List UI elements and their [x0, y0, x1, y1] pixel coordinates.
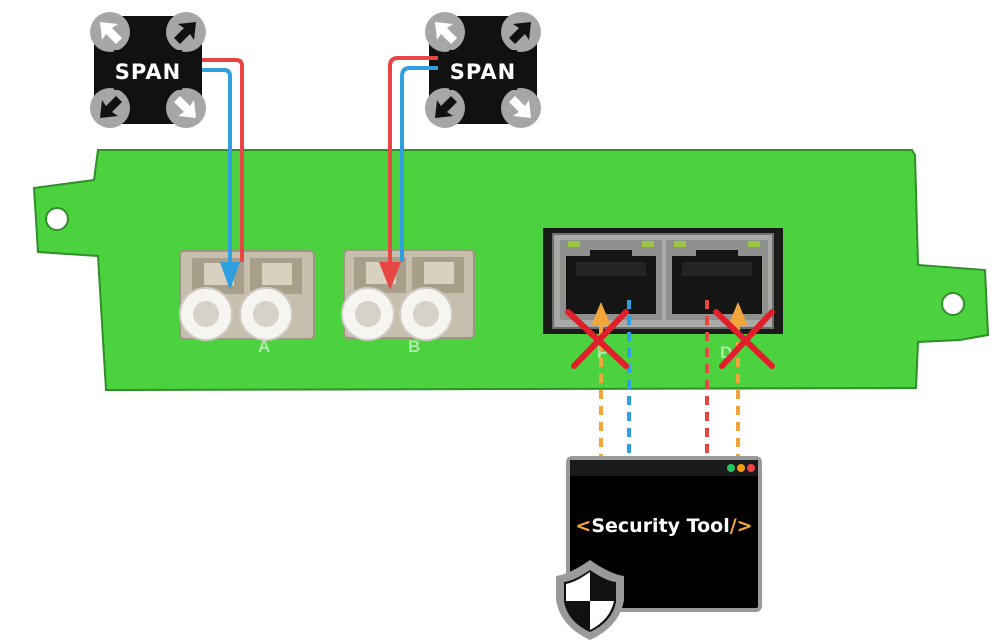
span-tap-2-label: SPAN — [450, 60, 516, 84]
span-2-cables — [379, 56, 438, 290]
window-dot-red — [747, 464, 755, 472]
board-body — [32, 149, 990, 392]
blocked-x-icon — [565, 309, 629, 369]
span-2-arrow — [379, 262, 401, 290]
fiber-port-b[interactable] — [341, 249, 475, 341]
svg-text:<Security Tool/>: <Security Tool/> — [575, 515, 752, 537]
port-d-up-arrow — [728, 302, 748, 326]
span-1-rx-line — [202, 68, 232, 262]
mount-hole-right — [941, 292, 965, 316]
span-1-tx-line — [202, 58, 244, 262]
rj45-port-d[interactable] — [666, 240, 768, 320]
span-1-arrow — [220, 262, 240, 290]
tool-label: Security Tool — [591, 515, 729, 537]
shield-icon — [556, 560, 624, 640]
rj45-port-p-label: P — [597, 343, 608, 362]
blocked-x-icon — [713, 309, 775, 369]
mount-hole-left — [45, 207, 69, 231]
span-1-cables — [202, 58, 244, 290]
span-tap-1: SPAN — [90, 12, 206, 128]
span-tap-1-label: SPAN — [115, 60, 181, 84]
fiber-port-a-label: A — [258, 337, 270, 356]
fiber-port-b-label: B — [408, 337, 420, 356]
tool-close-bracket: /> — [730, 515, 753, 537]
security-tool-window: <Security Tool/> — [566, 456, 762, 612]
window-dot-orange — [737, 464, 745, 472]
fiber-port-a[interactable] — [179, 250, 315, 341]
rj45-port-p[interactable] — [560, 240, 662, 320]
window-dot-green — [727, 464, 735, 472]
port-p-up-arrow — [591, 302, 611, 326]
tap-board — [32, 149, 990, 392]
tool-open-bracket: < — [575, 515, 591, 537]
span-tap-2: SPAN — [425, 12, 541, 128]
span-2-rx-line — [400, 66, 438, 262]
span-2-tx-line — [388, 56, 438, 262]
